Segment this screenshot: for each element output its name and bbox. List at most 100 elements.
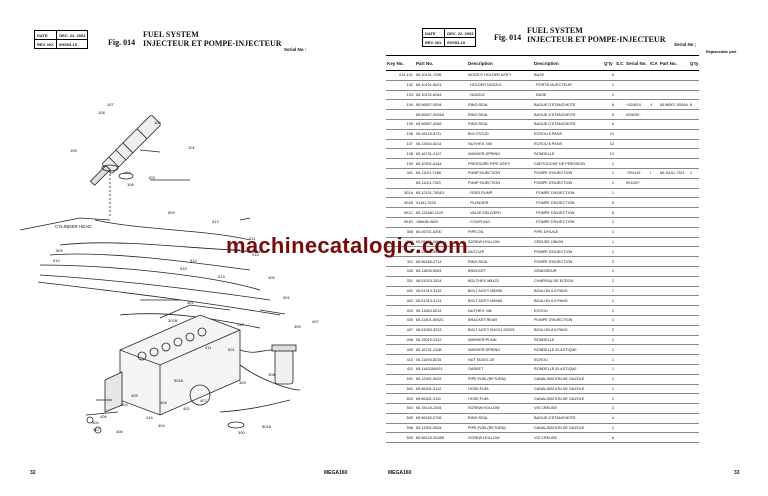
sc-cell [615,325,625,336]
sc-cell [615,423,625,434]
description-fr-cell: BOULON A 6 PANS [533,325,603,336]
description-cell: BOLT ASS'Y M8X55 [467,286,533,297]
description-cell: HOSE;FUEL [467,393,533,405]
key-no-cell: 410 [386,354,415,365]
serial-no-cell [625,129,649,140]
part-no-cell: 65.78144-2204 [415,403,467,414]
quantity-cell: 7 [603,286,615,297]
callout-515: 515 [180,266,187,271]
alt-qty-cell [688,266,700,277]
serial-no-cell [625,188,649,199]
ica-cell [649,80,659,91]
key-no-cell: 401 [386,286,415,297]
part-no-cell: 06.12172-8514 [415,246,467,258]
alt-part-no-cell [658,364,689,375]
alt-qty-cell [688,119,700,130]
part-no-cell: 65.96507-0004 [415,99,467,111]
alt-part-no-cell [658,197,689,209]
sc-cell [615,315,625,326]
description-fr-cell: . POMPE D'INJECTION [533,197,603,209]
description-cell: WASHER;SPRING [467,344,533,356]
alt-qty-cell [688,432,700,444]
key-no-cell [386,109,415,120]
serial-no-cell [625,384,649,395]
injection-pump [104,314,241,416]
alt-part-no-cell [658,207,689,218]
sc-cell [615,188,625,199]
alt-part-no-cell [658,315,689,326]
callout-516: 516 [252,252,259,257]
description-cell: RING;SEAL [467,109,533,120]
alt-part-no-cell [658,335,689,346]
rev-label: REV. NO. [33,39,58,49]
key-no-cell: 301C [386,207,415,218]
quantity-cell: 1 [603,384,615,395]
key-no-cell: 411 [386,364,415,375]
alt-part-no-cell [658,188,689,199]
sc-cell [615,344,625,356]
sc-cell [615,286,625,297]
serial-no-cell [625,403,649,414]
callout-104: 104 [124,170,131,175]
part-no-cell: 65.96507-0046 [415,119,467,130]
alt-qty-cell [688,246,700,258]
description-fr-cell: POMPE D'INJECTION [533,168,603,179]
quantity-cell: 1 [603,168,615,179]
ica-cell [649,158,659,169]
quantity-cell: 1 [603,188,615,199]
sc-cell [615,80,625,91]
alt-part-no-cell [658,432,689,444]
callout-108: 108 [98,110,105,115]
serial-no-cell [625,305,649,316]
part-no-cell: 06.15010-2312 [415,335,467,346]
sc-cell [615,276,625,287]
rev-value: EX003-15 [56,39,89,49]
alt-qty-cell [688,148,700,160]
serial-no-cell [625,276,649,287]
quantity-cell: 2 [603,325,615,336]
serial-no-cell [625,374,649,385]
key-no-cell: 311 [386,256,415,267]
alt-part-no-cell [658,237,689,248]
callout-311b: 404 [158,423,165,428]
serial-no-cell [625,158,649,169]
key-no-cell: 330 [386,266,415,277]
key-no-cell: 506 [386,423,415,434]
figure-title: FUEL SYSTEM INJECTEUR ET POMPE-INJECTEUR [143,30,282,48]
serial-no-cell [625,227,649,238]
callout-402: 301 [283,295,290,300]
alt-qty-cell [688,237,700,248]
alt-part-no-cell: 65.11101-7321 [658,168,689,179]
callout-309: 416 [146,415,153,420]
sc-cell [615,256,625,267]
figure-number-right: Fig. 014 [494,33,522,42]
quantity-cell: 12 [603,148,615,160]
alt-part-no-cell [658,90,689,101]
sc-cell [615,266,625,277]
alt-part-no-cell [658,129,689,140]
quantity-cell: 1 [603,295,615,307]
alt-part-no-cell [658,139,689,150]
part-no-cell: 06.01913-3122 [415,286,467,297]
ica-cell [649,256,659,267]
part-no-cell: 65.16731-2107 [415,148,467,160]
callout-514: 514 [190,258,197,263]
alt-qty-cell [688,403,700,414]
part-no-cell: 65.11101-7321 [415,178,467,189]
callout-501: 409 [131,393,138,398]
description-fr-cell: . BUSE [533,90,603,101]
page-number-left: 32 [30,470,36,476]
callout-512: 512 [212,219,219,224]
callout-101: 101 [188,145,195,150]
description-cell: PIPE;FUEL(RETURN) [467,423,533,434]
